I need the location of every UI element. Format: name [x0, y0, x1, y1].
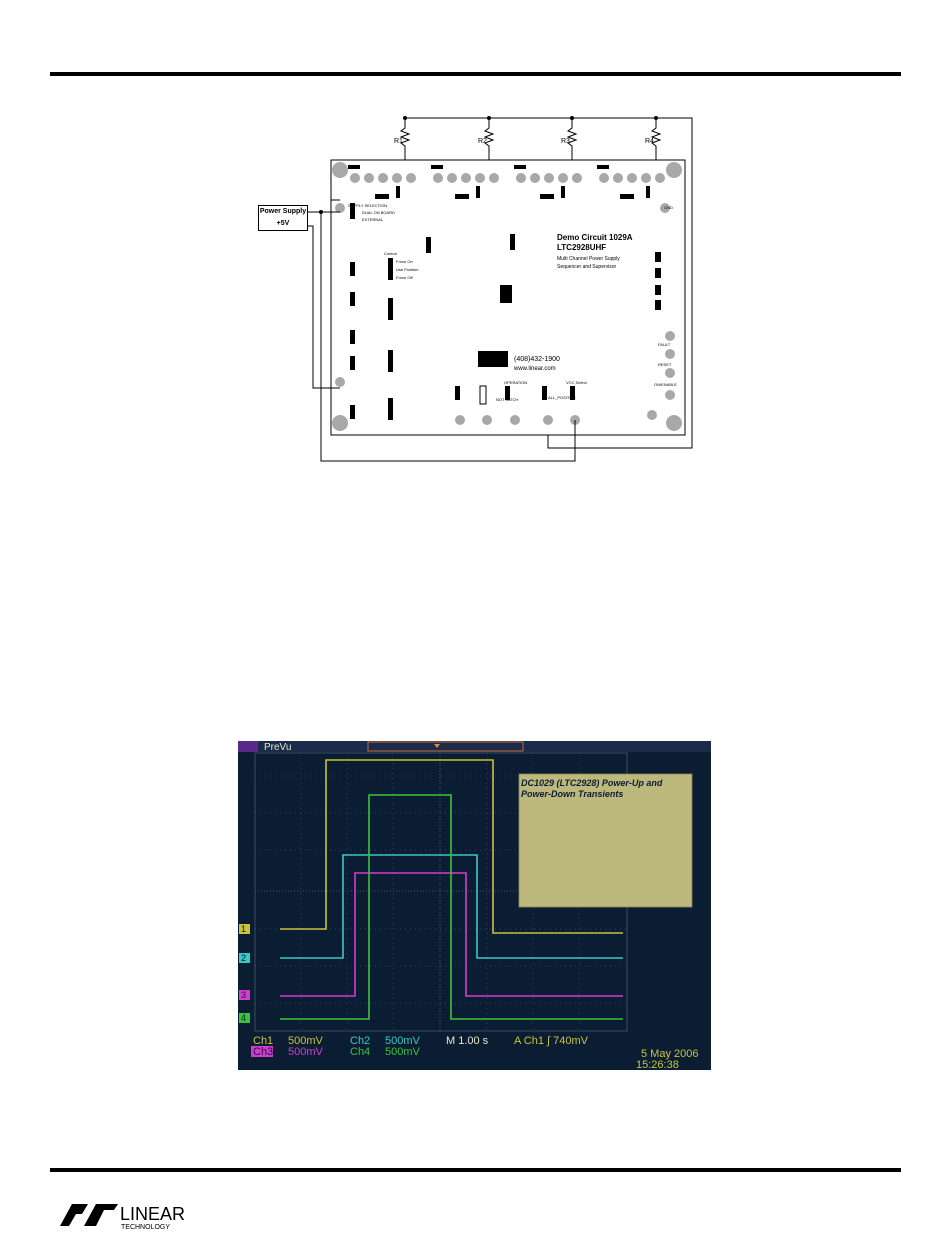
svg-text:R1: R1 — [394, 138, 403, 145]
annotation-box — [518, 773, 693, 908]
trace-ch3 — [280, 872, 623, 997]
scope-header: PreVu — [264, 742, 291, 753]
channel-marker-3: 3 — [239, 990, 250, 1000]
svg-text:1: 1 — [241, 924, 246, 934]
scope-date: 5 May 2006 — [641, 1048, 698, 1060]
svg-text:www.linear.com: www.linear.com — [513, 366, 556, 372]
channel-marker-1: 1 — [239, 924, 250, 934]
svg-text:FAULT: FAULT — [658, 342, 671, 347]
resistor-r4: R4 — [645, 116, 662, 172]
trace-ch4 — [280, 794, 623, 1020]
channel-marker-2: 2 — [239, 953, 250, 963]
power-supply-voltage: +5V — [276, 220, 290, 227]
svg-text:Force Off: Force Off — [396, 275, 413, 280]
ch2-scale: 500mV — [385, 1035, 421, 1047]
svg-text:LTC2928UHF: LTC2928UHF — [557, 243, 606, 252]
svg-text:NOT LATCH: NOT LATCH — [496, 397, 518, 402]
svg-text:2: 2 — [241, 953, 246, 963]
svg-text:Control: Control — [384, 251, 397, 256]
channel-marker-4: 4 — [239, 1013, 250, 1023]
svg-text:VCC Select: VCC Select — [566, 380, 588, 385]
svg-text:R3: R3 — [561, 138, 570, 145]
trace-ch1 — [280, 759, 623, 934]
ch3-scale: 500mV — [288, 1046, 324, 1058]
ch1-label: Ch1 — [253, 1035, 273, 1047]
svg-text:ON/ENABLE: ON/ENABLE — [654, 382, 677, 387]
svg-text:3: 3 — [241, 990, 246, 1000]
linear-technology-logo: LINEAR TECHNOLOGY — [60, 1204, 185, 1231]
power-supply-label: Power Supply — [259, 208, 307, 215]
timebase: M 1.00 s — [446, 1035, 489, 1047]
svg-text:LINEAR: LINEAR — [120, 1204, 185, 1224]
annotation-line-1: DC1029 (LTC2928) Power-Up and — [521, 778, 663, 788]
trace-ch2 — [280, 854, 623, 959]
resistor-r1: R1 — [394, 116, 411, 172]
svg-text:ALL_POSITIVE: ALL_POSITIVE — [548, 395, 576, 400]
annotation-line-2: Power-Down Transients — [521, 789, 623, 799]
oscilloscope-screenshot: PreVu 1 2 3 4 DC1029 (LTC2928) Power-Up … — [238, 741, 711, 1070]
power-supply-box: Power Supply +5V — [258, 205, 308, 231]
svg-text:TECHNOLOGY: TECHNOLOGY — [121, 1224, 170, 1231]
resistor-r3: R3 — [561, 116, 578, 172]
ch4-label: Ch4 — [350, 1046, 370, 1058]
svg-text:R2: R2 — [478, 138, 487, 145]
svg-text:SUPPLY SELECTION: SUPPLY SELECTION — [348, 203, 387, 208]
ch1-scale: 500mV — [288, 1035, 324, 1047]
svg-text:GND: GND — [664, 205, 673, 210]
svg-text:R4: R4 — [645, 138, 654, 145]
ch2-label: Ch2 — [350, 1035, 370, 1047]
top-rule — [50, 72, 901, 76]
trigger-readout: A Ch1 ∫ 740mV — [514, 1035, 589, 1047]
bottom-rule — [50, 1168, 901, 1172]
svg-text:OPERATION: OPERATION — [504, 380, 527, 385]
svg-text:Sequencer and Supervisor: Sequencer and Supervisor — [557, 264, 617, 270]
svg-text:RESET: RESET — [658, 362, 672, 367]
svg-text:Multi Channel Power Supply: Multi Channel Power Supply — [557, 256, 620, 262]
svg-text:DUAL ON BOARD: DUAL ON BOARD — [362, 210, 395, 215]
svg-text:Demo Circuit 1029A: Demo Circuit 1029A — [557, 233, 633, 242]
svg-text:Use Position: Use Position — [396, 267, 418, 272]
resistor-r2: R2 — [478, 116, 495, 172]
svg-text:Force On: Force On — [396, 259, 413, 264]
scope-time: 15:26:38 — [636, 1059, 679, 1070]
ch4-scale: 500mV — [385, 1046, 421, 1058]
demo-board-diagram: R1 R2 R3 R4 — [308, 116, 693, 462]
svg-text:EXTERNAL: EXTERNAL — [362, 217, 384, 222]
ch3-label: Ch3 — [253, 1046, 273, 1058]
svg-text:(408)432-1900: (408)432-1900 — [514, 356, 560, 363]
svg-text:4: 4 — [241, 1013, 246, 1023]
